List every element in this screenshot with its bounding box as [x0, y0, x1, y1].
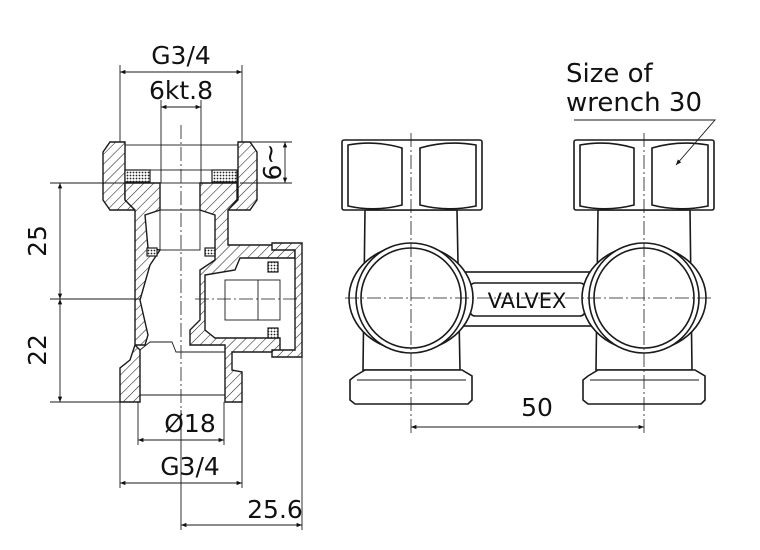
side-seal-top	[267, 261, 279, 273]
spindle-oring-right	[204, 247, 216, 257]
side-plug	[224, 279, 281, 321]
dim-lower-height: 22	[23, 334, 52, 366]
spindle-oring-left	[146, 247, 158, 257]
extension-lines	[50, 65, 303, 530]
dim-bore-diameter: Ø18	[164, 409, 216, 438]
top-seal-left	[124, 169, 151, 183]
dim-center-distance: 50	[521, 393, 553, 422]
wrench-note-line2: wrench 30	[566, 88, 702, 118]
section-view: G3/4 6kt.8 ~9 25 22 Ø18 G3/4 25.6	[23, 41, 303, 530]
dim-side-offset: 25.6	[247, 495, 303, 524]
nut-bore	[124, 144, 239, 171]
top-seal-right	[211, 169, 238, 183]
spindle	[159, 182, 201, 251]
dim-nut-height: ~9	[257, 144, 286, 181]
valve-body-left-wall	[119, 182, 162, 403]
dim-top-thread: G3/4	[151, 41, 211, 70]
valve-body-right-wall	[189, 182, 296, 403]
wrench-note-line1: Size of	[566, 59, 654, 89]
side-cap	[271, 242, 303, 358]
wrench-leader-line	[574, 119, 716, 166]
side-seal-bottom	[267, 327, 279, 339]
dimension-lines	[57, 69, 302, 528]
front-view: VALVEX	[341, 59, 716, 435]
dim-bottom-thread: G3/4	[160, 452, 220, 481]
dim-upper-height: 25	[23, 225, 52, 257]
dim-hex-key: 6kt.8	[149, 76, 213, 105]
left-top-nut	[341, 139, 483, 211]
brand-label: VALVEX	[488, 289, 567, 313]
